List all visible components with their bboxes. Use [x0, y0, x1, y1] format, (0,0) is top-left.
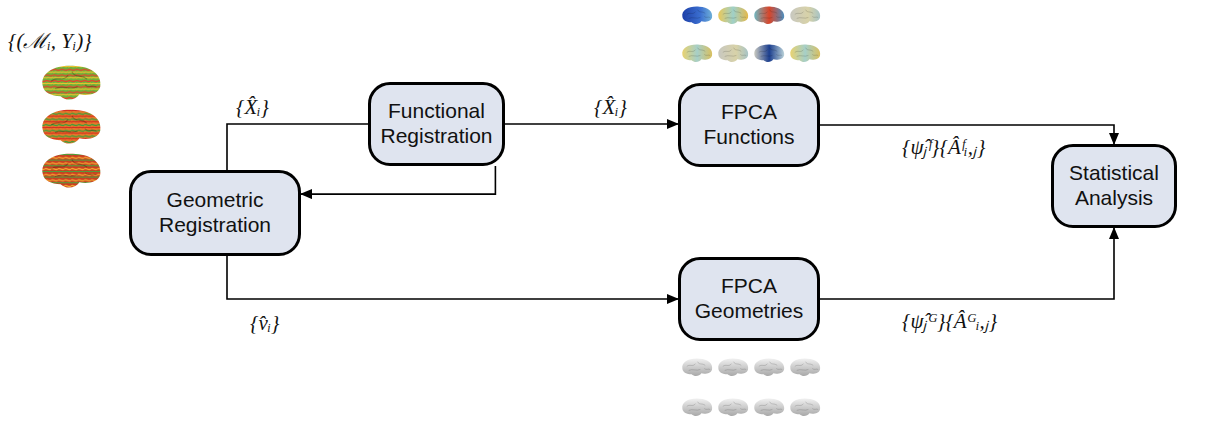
brain-figure	[42, 154, 100, 188]
process-box: Statistical Analysis	[1051, 144, 1177, 228]
brain-figure	[682, 45, 712, 62]
brain-figure	[42, 66, 100, 100]
process-box: Geometric Registration	[129, 170, 301, 256]
edge-label: {X̂ᵢ}	[592, 96, 629, 119]
flow-arrow	[227, 256, 678, 299]
box-label: Functional Registration	[379, 99, 494, 149]
data-label: {(ℳᵢ, Yᵢ)}	[6, 30, 94, 53]
brain-figure	[682, 7, 712, 24]
brain-figure	[754, 399, 784, 416]
process-box: FPCA Geometries	[678, 257, 820, 341]
edge-label: {ψ̂ⱼᴳ}{Âᴳᵢ,ⱼ}	[900, 310, 999, 333]
brain-figure	[754, 359, 784, 376]
brain-figure	[718, 359, 748, 376]
brain-figure	[790, 399, 820, 416]
brain-figure	[790, 7, 820, 24]
brain-figure	[754, 45, 784, 62]
box-label: FPCA Geometries	[689, 274, 809, 324]
box-label: FPCA Functions	[689, 100, 809, 150]
brain-figure	[790, 45, 820, 62]
brain-figure	[682, 399, 712, 416]
brain-figure	[790, 359, 820, 376]
brain-figure	[42, 110, 100, 144]
flow-arrow	[227, 124, 368, 170]
flow-arrow	[505, 123, 678, 125]
brain-figure	[718, 45, 748, 62]
brain-figure	[718, 7, 748, 24]
flow-arrow	[301, 166, 495, 194]
brain-figure	[682, 359, 712, 376]
box-label: Geometric Registration	[140, 188, 290, 238]
process-box: Functional Registration	[368, 82, 505, 166]
edge-label: {v̂ᵢ}	[248, 312, 281, 335]
brain-figure	[754, 7, 784, 24]
process-box: FPCA Functions	[678, 83, 820, 167]
box-label: Statistical Analysis	[1062, 161, 1166, 211]
flow-arrow	[820, 228, 1114, 299]
edge-label: {ψ̂ⱼᶠ}{Âᶠᵢ,ⱼ}	[900, 136, 987, 159]
brain-figure	[718, 399, 748, 416]
edge-label: {X̂ᵢ}	[234, 96, 271, 119]
